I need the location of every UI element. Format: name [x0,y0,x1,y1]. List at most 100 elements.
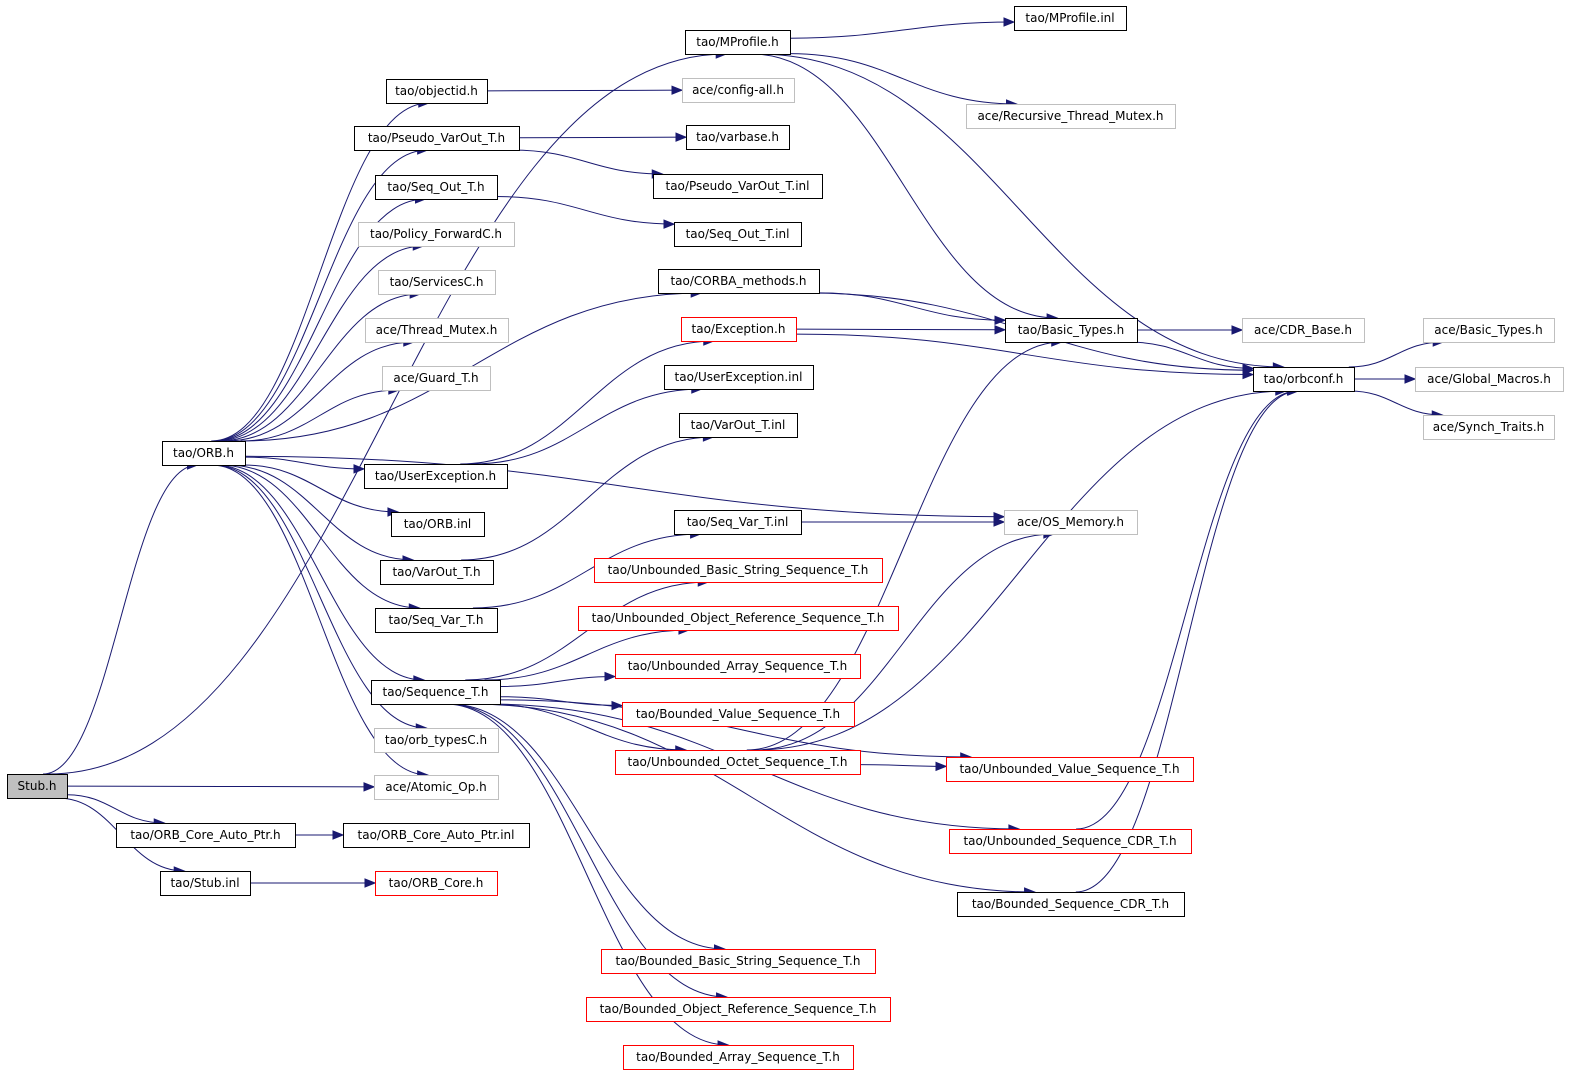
node-uvs[interactable]: tao/Unbounded_Value_Sequence_T.h [946,757,1194,782]
node-servicesc[interactable]: tao/ServicesC.h [378,270,496,295]
node-bors[interactable]: tao/Bounded_Object_Reference_Sequence_T.… [586,997,891,1022]
node-uos[interactable]: tao/Unbounded_Octet_Sequence_T.h [615,750,861,775]
node-varout-h[interactable]: tao/VarOut_T.h [380,560,494,585]
node-label: tao/ORB_Core.h [389,876,484,890]
node-label: tao/MProfile.inl [1025,11,1114,25]
node-box [386,79,488,104]
edge-sequence_t-to-bors [446,703,727,998]
node-policy-fwd[interactable]: tao/Policy_ForwardC.h [358,222,515,247]
node-stub-inl[interactable]: tao/Stub.inl [160,871,251,896]
node-label: tao/UserException.inl [675,370,803,384]
node-thread-mutex[interactable]: ace/Thread_Mutex.h [365,318,509,343]
node-seq-var-h[interactable]: tao/Seq_Var_T.h [375,608,498,633]
node-bsc[interactable]: tao/Bounded_Sequence_CDR_T.h [957,892,1185,917]
node-corba-methods[interactable]: tao/CORBA_methods.h [658,269,820,294]
node-label: tao/varbase.h [696,130,779,144]
node-pseudo-varout-inl[interactable]: tao/Pseudo_VarOut_T.inl [653,174,823,199]
node-box [615,654,861,679]
node-box [1415,367,1564,392]
edge-orbconf-to-basic_types_ace [1348,341,1444,368]
node-label: ace/Atomic_Op.h [385,780,487,794]
node-atomic-op[interactable]: ace/Atomic_Op.h [374,775,499,800]
node-bas[interactable]: tao/Bounded_Array_Sequence_T.h [623,1045,854,1070]
node-label: tao/ServicesC.h [390,275,484,289]
edge-exception_h-to-orbconf [795,333,1254,376]
node-orb-core-auto-ptr-inl[interactable]: tao/ORB_Core_Auto_Ptr.inl [343,823,530,848]
node-label: tao/Basic_Types.h [1018,323,1124,337]
node-sequence-t[interactable]: tao/Sequence_T.h [371,680,501,705]
edge-userexception_h-to-exception_h [460,340,714,465]
node-userexception-h[interactable]: tao/UserException.h [364,464,508,489]
edge-orb_h-to-userexception_h [244,456,365,470]
edge-orb_h-to-seq_out_h [213,198,426,442]
node-box [966,104,1176,129]
node-userexception-inl[interactable]: tao/UserException.inl [664,365,814,390]
node-box [1004,510,1138,535]
node-uas[interactable]: tao/Unbounded_Array_Sequence_T.h [615,654,861,679]
node-recursive-mutex[interactable]: ace/Recursive_Thread_Mutex.h [966,104,1176,129]
node-varout-inl[interactable]: tao/VarOut_T.inl [679,413,798,438]
node-orb-inl[interactable]: tao/ORB.inl [391,512,485,537]
edge-sequence_t-to-bsc [471,703,1035,893]
arrowhead-stub_h-to-atomic_op [363,782,376,792]
node-objectid-h[interactable]: tao/objectid.h [386,79,488,104]
node-orb-typesc[interactable]: tao/orb_typesC.h [374,728,499,753]
edge-pseudo_varout_h-to-pseudo_varout_inl [511,149,663,175]
node-global-macros[interactable]: ace/Global_Macros.h [1415,367,1564,392]
node-mprofile-h[interactable]: tao/MProfile.h [685,30,791,55]
arrowhead-sequence_t-to-uas [604,671,617,682]
node-box [1423,318,1555,343]
node-label: tao/ORB_Core_Auto_Ptr.h [130,828,280,842]
node-box [375,175,498,200]
node-exception-h[interactable]: tao/Exception.h [681,317,797,342]
arrowhead-mprofile_h-to-mprofile_inl [1003,17,1016,27]
node-label: tao/Pseudo_VarOut_T.inl [666,179,810,193]
node-label: tao/CORBA_methods.h [670,274,806,288]
node-label: tao/ORB.inl [404,517,472,531]
node-bvs[interactable]: tao/Bounded_Value_Sequence_T.h [622,702,855,727]
node-os-memory[interactable]: ace/OS_Memory.h [1004,510,1138,535]
node-label: ace/Synch_Traits.h [1433,420,1544,434]
node-label: tao/orb_typesC.h [385,733,487,747]
node-seq-out-inl[interactable]: tao/Seq_Out_T.inl [674,222,802,247]
node-label: tao/Sequence_T.h [383,685,489,699]
node-basic-types-tao[interactable]: tao/Basic_Types.h [1005,318,1138,343]
edge-orb_h-to-varout_h [226,464,414,561]
node-guard-t[interactable]: ace/Guard_T.h [382,366,491,391]
node-stub-h[interactable]: Stub.h [7,774,68,799]
node-box [7,774,68,799]
node-synch-traits[interactable]: ace/Synch_Traits.h [1423,415,1555,440]
node-label: tao/Bounded_Array_Sequence_T.h [636,1050,840,1064]
node-box [664,365,814,390]
node-orb-h[interactable]: tao/ORB.h [162,441,246,466]
node-basic-types-ace[interactable]: ace/Basic_Types.h [1423,318,1555,343]
arrowhead-orbconf-to-global_macros [1404,374,1417,384]
node-varbase-h[interactable]: tao/varbase.h [686,125,790,150]
node-usc[interactable]: tao/Unbounded_Sequence_CDR_T.h [949,829,1192,854]
node-label: tao/Unbounded_Octet_Sequence_T.h [628,755,848,769]
node-pseudo-varout-h[interactable]: tao/Pseudo_VarOut_T.h [354,126,520,151]
edge-basic_types_tao-to-orbconf [1127,341,1254,369]
node-box [679,413,798,438]
node-orbconf[interactable]: tao/orbconf.h [1253,367,1355,392]
node-bbss[interactable]: tao/Bounded_Basic_String_Sequence_T.h [601,949,876,974]
node-uors[interactable]: tao/Unbounded_Object_Reference_Sequence_… [578,606,899,631]
edge-orb_h-to-atomic_op [211,464,428,776]
node-seq-var-inl[interactable]: tao/Seq_Var_T.inl [674,510,802,535]
node-config-all[interactable]: ace/config-all.h [682,78,795,103]
node-seq-out-h[interactable]: tao/Seq_Out_T.h [375,175,498,200]
edge-mprofile_h-to-orbconf [757,53,1284,368]
node-box [949,829,1192,854]
node-label: tao/Unbounded_Object_Reference_Sequence_… [592,611,885,625]
node-box [685,30,791,55]
node-cdr-base[interactable]: ace/CDR_Base.h [1242,318,1365,343]
node-mprofile-inl[interactable]: tao/MProfile.inl [1014,6,1127,31]
node-box [382,366,491,391]
node-orb-core-h[interactable]: tao/ORB_Core.h [375,871,498,896]
node-box [1014,6,1127,31]
node-label: tao/VarOut_T.inl [691,418,786,432]
edge-mprofile_h-to-basic_types_tao [751,53,1058,319]
node-ubss[interactable]: tao/Unbounded_Basic_String_Sequence_T.h [594,558,883,583]
node-orb-core-auto-ptr-h[interactable]: tao/ORB_Core_Auto_Ptr.h [116,823,296,848]
